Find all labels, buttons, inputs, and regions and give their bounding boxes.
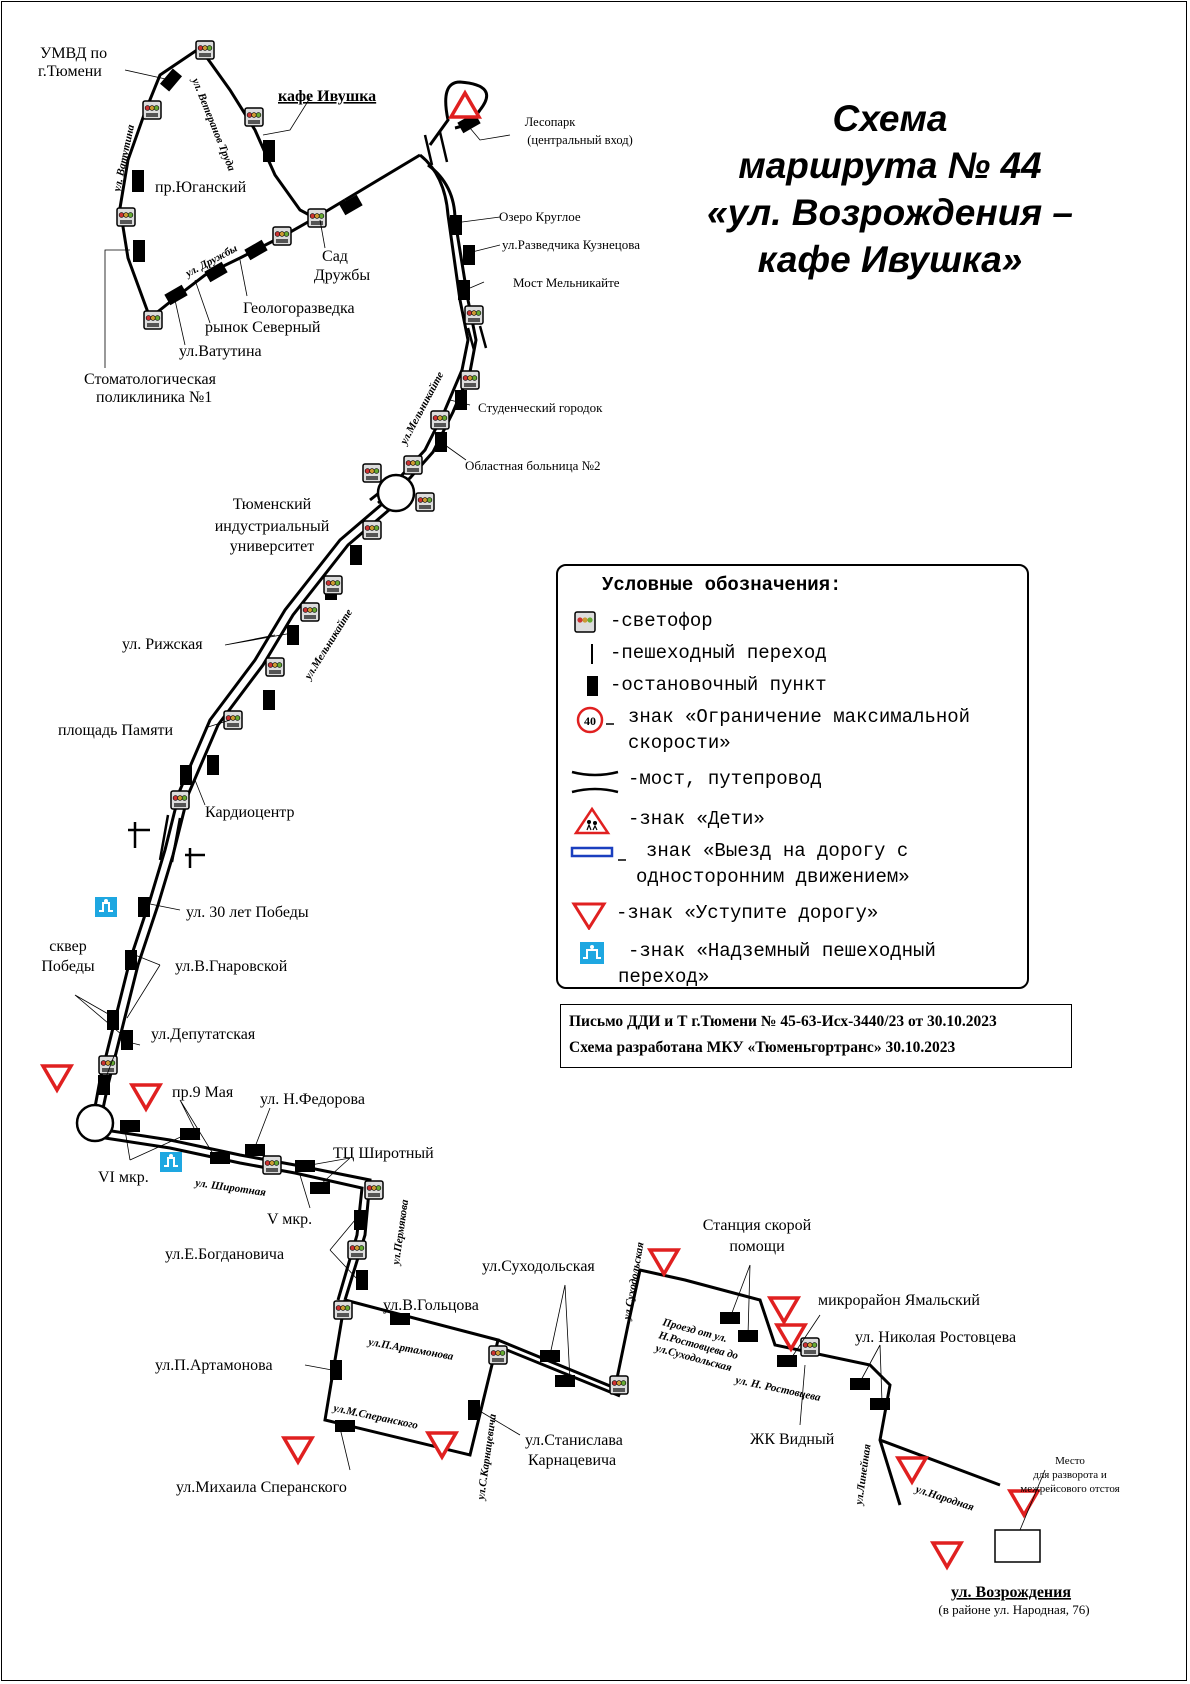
street-label: ул.П.Артамонова (366, 1336, 455, 1363)
bridge-icon (571, 770, 619, 794)
legend-text: -знак «Надземный пешеходный (628, 940, 936, 962)
legend: Условные обозначения: -светофор -пешеход… (556, 564, 1029, 989)
stop-label: ТЦ Широтный (333, 1145, 434, 1162)
stop-label: площадь Памяти (58, 722, 174, 739)
stop-label: ул.Е.Богдановича (165, 1246, 284, 1263)
roundabout (75, 1103, 115, 1143)
stop-label: ул. 30 лет Победы (186, 904, 309, 921)
footbridge-sign-icon (94, 896, 118, 918)
approval-note: Письмо ДДИ и Т г.Тюмени № 45-63-Исх-3440… (560, 1004, 1072, 1068)
stop-label: (центральный вход) (527, 133, 633, 147)
legend-text: скорости» (628, 732, 731, 754)
roundabout (376, 473, 416, 513)
stop-label: ул.Депутатская (151, 1026, 256, 1043)
legend-text: -знак «Дети» (628, 808, 765, 830)
bridge-icon (128, 131, 488, 868)
stop-label: ул.Суходольская (482, 1258, 595, 1275)
legend-text: переход» (618, 966, 710, 988)
legend-heading: Условные обозначения: (602, 574, 842, 596)
stop-label: кафе Ивушка (278, 88, 376, 105)
stop-label: ул.В.Гнаровской (175, 958, 288, 975)
stop-label: V мкр. (267, 1211, 312, 1228)
stop-label: ул.В.Гольцова (383, 1297, 479, 1314)
stop-label: ул.Михаила Сперанского (176, 1479, 347, 1496)
stop-label: Сад (322, 248, 348, 265)
street-label: ул.Пермякова (390, 1198, 411, 1267)
stop-label: Областная больница №2 (465, 458, 601, 473)
stop-label: Мост Мельникайте (513, 275, 620, 290)
stop-label: ЖК Видный (750, 1431, 835, 1448)
stop-label: ул.П.Артамонова (155, 1357, 273, 1374)
legend-text: -пешеходный переход (610, 642, 827, 664)
speed-limit-sign-icon: 40 (576, 706, 614, 734)
traffic-light-icon (574, 611, 596, 633)
street-label: ул. Широтная (193, 1177, 267, 1199)
legend-text: -светофор (610, 610, 713, 632)
stop-label: университет (230, 538, 314, 555)
bus-stop-icon (587, 676, 598, 696)
stop-label: Место (1055, 1455, 1085, 1467)
stop-label: пр.Юганский (155, 179, 247, 196)
stop-label: ул.Разведчика Кузнецова (502, 237, 640, 252)
stop-label: пр.9 Мая (172, 1084, 234, 1101)
stop-label: Студенческий городок (478, 400, 603, 415)
svg-text:40: 40 (584, 714, 596, 728)
stop-label: ул.Ватутина (179, 343, 262, 360)
title-line: Схема (832, 98, 948, 139)
stop-label: ул.Станислава (525, 1432, 623, 1449)
legend-text: знак «Выезд на дорогу с (646, 840, 909, 862)
stop-label: УМВД по (40, 45, 107, 62)
map-title: Схема маршрута № 44 «ул. Возрождения – к… (650, 95, 1130, 283)
stop-label: индустриальный (215, 518, 330, 535)
stop-label: для разворота и (1033, 1469, 1107, 1481)
yield-sign-icon (571, 902, 607, 930)
legend-text: -остановочный пункт (610, 674, 827, 696)
approval-line: Письмо ДДИ и Т г.Тюмени № 45-63-Исх-3440… (569, 1013, 997, 1030)
legend-text: -мост, путепровод (628, 768, 822, 790)
stop-label: ул. Николая Ростовцева (855, 1329, 1016, 1346)
street-label: ул.Линейная (853, 1443, 874, 1507)
stop-label: г.Тюмени (38, 63, 102, 80)
title-line: «ул. Возрождения – (707, 192, 1073, 233)
stop-label: ул. Рижская (122, 636, 203, 653)
legend-text: -знак «Уступите дорогу» (616, 902, 879, 924)
title-line: кафе Ивушка» (757, 239, 1023, 280)
one-way-sign-icon (570, 846, 626, 861)
footbridge-sign-icon (159, 1151, 183, 1173)
stop-label: Карнацевича (528, 1452, 616, 1469)
street-label: ул.Суходольская (621, 1241, 647, 1323)
stop-label: Геологоразведка (243, 300, 355, 317)
approval-line: Схема разработана МКУ «Тюменьгортранс» 3… (569, 1039, 956, 1056)
children-sign-icon (573, 806, 611, 835)
footbridge-sign-icon (580, 942, 604, 964)
stop-label: поликлиника №1 (96, 389, 212, 406)
stop-label: ул. Н.Федорова (260, 1091, 365, 1108)
stop-label: Лесопарк (525, 115, 577, 129)
stop-label: (в районе ул. Народная, 76) (938, 1602, 1089, 1617)
stop-label: помощи (729, 1238, 785, 1255)
stop-label: межрейсового отстоя (1020, 1483, 1119, 1495)
street-label: ул.Народная (912, 1483, 976, 1514)
stop-label: Стоматологическая (84, 371, 217, 388)
title-line: маршрута № 44 (738, 145, 1042, 186)
stop-label: микрорайон Ямальский (818, 1292, 980, 1309)
stop-label: Тюменский (233, 496, 312, 513)
street-label: ул. Н. Ростовцева (732, 1374, 822, 1404)
stop-label: Станция скорой (703, 1217, 812, 1234)
legend-text: односторонним движением» (636, 866, 910, 888)
bus-stops (98, 68, 890, 1432)
stop-label: Озеро Круглое (499, 209, 581, 224)
crosswalk-icon (591, 644, 593, 664)
stop-label: ул. Возрождения (951, 1584, 1071, 1601)
stop-label: Победы (41, 958, 95, 975)
legend-text: знак «Ограничение максимальной (628, 706, 971, 728)
stop-label: Кардиоцентр (205, 804, 294, 821)
stop-label: VI мкр. (98, 1169, 149, 1186)
stop-label: рынок Северный (205, 319, 321, 336)
stop-label: сквер (49, 938, 86, 955)
stop-label: Дружбы (314, 267, 370, 284)
